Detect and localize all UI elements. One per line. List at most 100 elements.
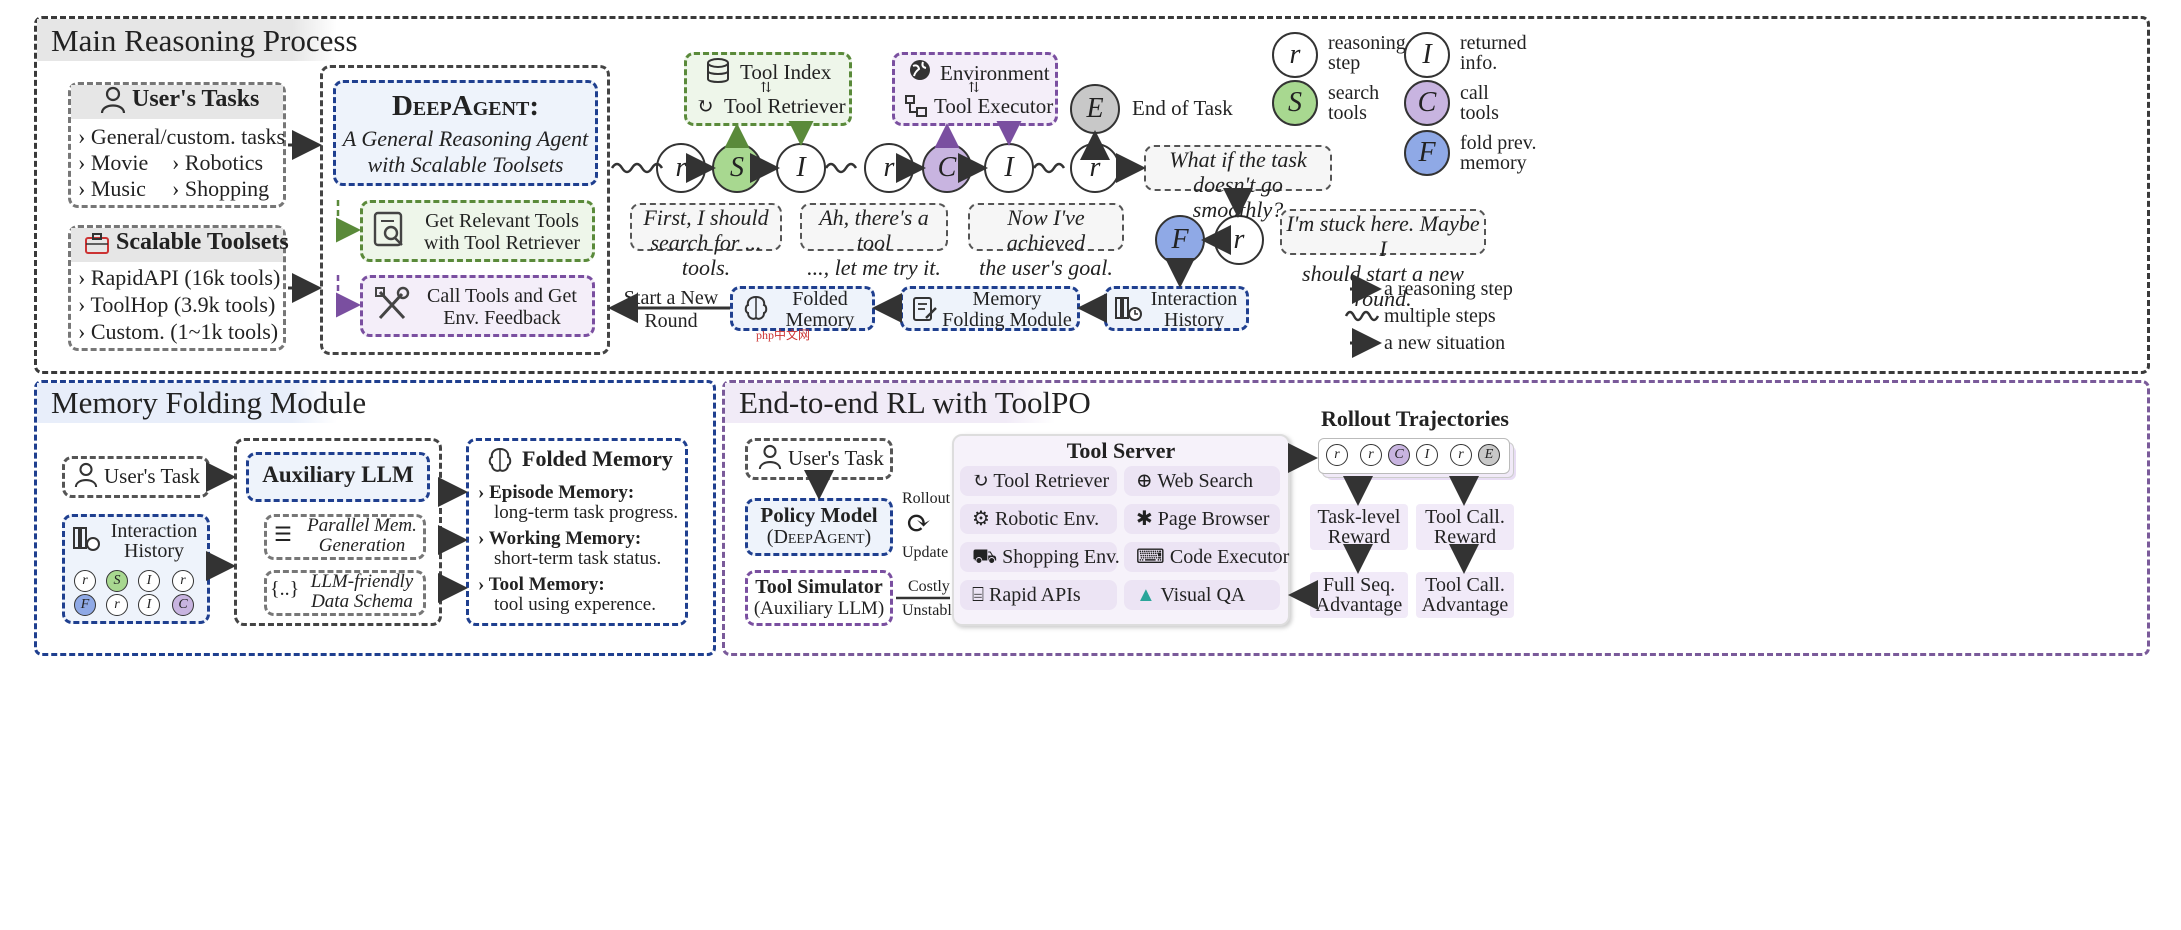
aux-llm-box [246, 452, 430, 502]
mem-user-task-label: User's Task [104, 464, 200, 488]
legend-r-line1: reasoning [1328, 32, 1406, 54]
traj-node-e: E [1478, 444, 1500, 466]
task-reward-2: Reward [1327, 526, 1391, 548]
globe-icon [908, 58, 932, 87]
main-reasoning-panel [34, 16, 2150, 374]
parallel-line1: Parallel Mem. [307, 515, 417, 536]
tool-label: Page Browser [1157, 508, 1270, 530]
arrow-get-tools [336, 200, 361, 243]
shopping-env-cell: ⛟ Shopping Env. [960, 542, 1120, 572]
bubble-line: the user's goal. [979, 255, 1113, 280]
episode-desc: long-term task progress. [494, 502, 679, 523]
wave-1 [610, 162, 664, 174]
start-new-round-2: Round [644, 310, 698, 332]
legend-I-line1: returned [1460, 32, 1527, 54]
working-title: › Working Memory: [478, 528, 642, 549]
user-icon [74, 462, 98, 493]
legend-r-line2: step [1328, 52, 1361, 74]
toolsets-header [71, 228, 283, 262]
legend-r-node: r [1272, 32, 1318, 78]
get-tools-line2: with Tool Retriever [424, 232, 580, 254]
legend-arrow-label: a reasoning step [1384, 278, 1513, 300]
end-of-task-label: End of Task [1132, 96, 1233, 120]
wave-2 [824, 162, 858, 174]
episode-label: Episode Memory: [489, 482, 635, 503]
start-new-round-1: Start a New [623, 287, 719, 309]
toolset-label: Custom. (1~1k tools) [90, 319, 279, 344]
task-item: › Music [78, 176, 146, 201]
toolset-label: ToolHop (3.9k tools) [90, 292, 276, 317]
full-adv-2: Advantage [1315, 594, 1403, 616]
node-end: E [1070, 84, 1120, 134]
call-tools-line1: Call Tools and Get [427, 285, 577, 307]
folded-memory-line2: Memory [785, 309, 855, 331]
tool-label: Robotic Env. [994, 508, 1100, 530]
bidirectional-icon: ⇅ [760, 81, 772, 96]
parallel-icon: ☰ [274, 524, 292, 546]
deepagent-subtitle-2: with Scalable Toolsets [367, 152, 564, 177]
task-item-label: Movie [90, 150, 149, 175]
rollout-traj-title: Rollout Trajectories [1321, 406, 1509, 431]
task-item: › General/custom. tasks [78, 124, 286, 149]
user-icon [758, 444, 782, 475]
schema-box [264, 570, 426, 616]
traj-node-c: C [1388, 444, 1410, 466]
deepagent-name: DeepAgent: [391, 90, 540, 122]
policy-line1: Policy Model [760, 503, 878, 527]
refresh-icon: ↻ [696, 94, 714, 118]
brain-icon [742, 294, 770, 329]
legend-C-line1: call [1460, 82, 1489, 104]
tool-label: Rapid APIs [989, 584, 1081, 606]
user-icon [100, 86, 126, 121]
traj-node-r: r [1360, 444, 1382, 466]
mem-ih-line1: Interaction [110, 520, 198, 542]
working-desc: short-term task status. [494, 548, 662, 569]
task-item: › Robotics [172, 150, 264, 175]
tool-label: Web Search [1157, 470, 1253, 492]
tool-label: Tool Retriever [993, 470, 1110, 492]
tool-label: Code Executor [1169, 546, 1290, 568]
legend-C-line2: tools [1460, 102, 1499, 124]
mini-node-i: I [138, 594, 160, 616]
bubble-line: First, I should [643, 205, 769, 230]
mfm-line1: Memory [972, 288, 1042, 310]
tool-label: Shopping Env. [1002, 546, 1120, 568]
mini-node-s: S [106, 570, 128, 592]
mini-node-r: r [74, 570, 96, 592]
ih-line1: Interaction [1150, 288, 1238, 310]
node-info2: I [984, 143, 1034, 193]
traj-node-r: r [1450, 444, 1472, 466]
toolsets-box [68, 225, 286, 351]
parallel-line2: Generation [318, 535, 406, 556]
tools-icon [374, 286, 410, 329]
bubble-line: ..., let me try it. [807, 255, 941, 280]
mem-title: Memory Folding Module [51, 385, 367, 420]
mfm-line2: Folding Module [942, 309, 1072, 331]
environment-label: Environment [940, 61, 1050, 85]
get-tools-line1: Get Relevant Tools [425, 210, 579, 232]
task-item: › Movie [78, 150, 149, 175]
bubble-line: What if the task [1169, 147, 1307, 172]
rl-title: End-to-end RL with ToolPO [739, 385, 1091, 420]
web-search-cell: ⊕ Web Search [1124, 466, 1280, 496]
main-title-bg [37, 19, 337, 61]
tool-simulator-box [745, 570, 893, 626]
folded-memory-title: Folded Memory [522, 446, 673, 471]
folded-memory-box [730, 286, 875, 331]
bubble-line: Ah, there's a tool [819, 205, 929, 255]
mountain-icon: ▲ [1136, 584, 1156, 606]
episode-title: › Episode Memory: [478, 482, 635, 503]
wave-3 [1032, 162, 1066, 174]
call-adv-1: Tool Call. [1425, 574, 1505, 596]
call-tools-box [360, 275, 595, 337]
tool-retriever-cell: ↻ Tool Retriever [960, 466, 1117, 496]
mem-ih-line2: History [124, 540, 184, 562]
toolmem-desc: tool using experence. [494, 594, 656, 615]
node-info1: I [776, 143, 826, 193]
user-tasks-box [68, 82, 286, 208]
tool-server-title: Tool Server [1066, 438, 1176, 463]
mini-node-c: C [172, 594, 194, 616]
